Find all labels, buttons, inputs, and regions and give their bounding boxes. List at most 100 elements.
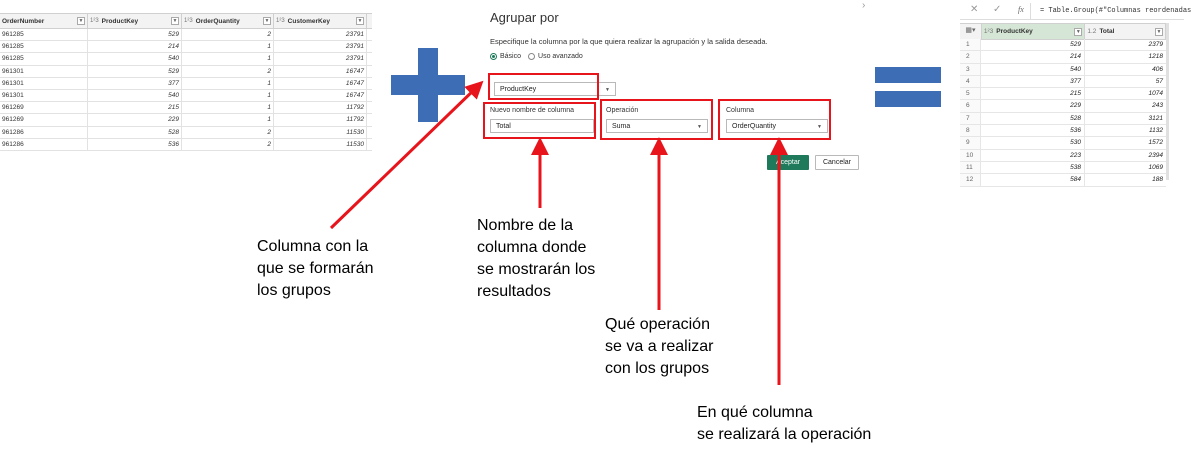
table-cell: 536	[981, 125, 1085, 137]
column-header-customerkey[interactable]: 1²3 CustomerKey ▼	[274, 14, 367, 28]
column-header-label: OrderQuantity	[195, 17, 240, 25]
row-number: 10	[960, 149, 981, 161]
annotation-line: se realizará la operación	[697, 426, 872, 443]
table-cell: 2379	[1148, 41, 1163, 48]
annotation-line: se va a realizar	[605, 338, 714, 355]
annotation-result-name: Nombre de la columna donde se mostrarán …	[477, 215, 595, 303]
table-cell: 188	[1152, 176, 1163, 184]
radio-advanced[interactable]	[528, 53, 536, 60]
row-number: 5	[960, 88, 981, 100]
table-cell: 961286	[0, 126, 88, 138]
row-number: 1	[960, 39, 981, 51]
table-cell: 961301	[0, 89, 88, 102]
row-number: 6	[960, 100, 981, 112]
row-number: 2	[960, 51, 981, 63]
result-panel: ✕ ✓ fx = Table.Group(#"Columnas reordena…	[960, 0, 1191, 187]
table-cell: 529	[88, 65, 182, 77]
number-type-icon: 1²3	[276, 18, 285, 24]
annotation-line: que se formarán	[257, 260, 374, 277]
dialog-description: Especifique la columna por la que quiera…	[490, 37, 768, 46]
filter-dropdown-icon[interactable]: ▼	[77, 17, 85, 25]
filter-dropdown-icon[interactable]: ▼	[356, 17, 364, 25]
filter-dropdown-icon[interactable]: ▼	[171, 17, 179, 25]
cancel-button[interactable]: Cancelar	[815, 155, 859, 170]
table-cell: 529	[88, 29, 182, 41]
annotation-line: con los grupos	[605, 360, 710, 377]
table-cell: 23791	[274, 53, 367, 65]
table-cell: 1	[182, 102, 274, 114]
column-header-ordernumber[interactable]: OrderNumber ▼	[0, 14, 88, 28]
table-cell: 215	[88, 102, 182, 114]
highlight-group-by	[488, 73, 599, 100]
filter-dropdown-icon[interactable]: ▼	[263, 17, 271, 25]
table-cell: 538	[981, 161, 1085, 174]
table-cell: 377	[88, 77, 182, 89]
column-header-productkey[interactable]: 1²3 ProductKey ▼	[88, 14, 182, 28]
column-header-label: Total	[1099, 28, 1115, 35]
table-cell: 1132	[1149, 127, 1163, 135]
column-header-orderquantity[interactable]: 1²3 OrderQuantity ▼	[182, 14, 274, 28]
table-cell: 584	[981, 174, 1085, 186]
table-cell: 528	[88, 126, 182, 138]
row-number: 8	[960, 125, 981, 137]
equals-symbol-top	[875, 67, 941, 83]
table-cell: 1572	[1148, 139, 1163, 147]
chevron-down-icon: ▼	[605, 87, 610, 93]
table-cell: 2	[182, 126, 274, 138]
table-cell: 536	[88, 138, 182, 150]
arrow-to-group-by	[329, 80, 484, 230]
table-cell: 961269	[0, 114, 88, 126]
cancel-x-icon[interactable]: ✕	[970, 4, 979, 15]
column-header-productkey[interactable]: 1²3 ProductKey ▼	[981, 24, 1086, 39]
chevron-down-icon: ▼	[697, 124, 702, 130]
column-header-total[interactable]: 1.2 Total ▼	[1085, 24, 1166, 39]
source-table: OrderNumber ▼ 1²3 ProductKey ▼ 1²3 Order…	[0, 13, 372, 151]
fx-icon[interactable]: fx	[1018, 5, 1024, 14]
table-cell: 1069	[1148, 163, 1163, 171]
table-cell: 1	[182, 114, 274, 126]
column-select[interactable]: OrderQuantity ▼	[726, 119, 828, 133]
annotation-line: se mostrarán los	[477, 261, 596, 278]
annotation-line: Nombre de la	[477, 217, 574, 234]
table-cell: 215	[981, 88, 1085, 100]
annotation-line: En qué columna	[697, 404, 813, 421]
formula-separator	[1030, 3, 1031, 19]
filter-dropdown-icon[interactable]: ▼	[1074, 27, 1083, 36]
equals-symbol-bottom	[875, 91, 941, 107]
group-by-column-select[interactable]: ProductKey ▼	[494, 82, 616, 96]
table-cell: 1074	[1148, 90, 1163, 98]
column-header-label: ProductKey	[101, 17, 139, 25]
table-cell: 214	[88, 41, 182, 53]
table-cell: 961301	[0, 65, 88, 77]
vertical-scrollbar[interactable]	[1166, 23, 1169, 180]
operation-select[interactable]: Suma ▼	[606, 119, 708, 133]
table-cell: 2	[182, 29, 274, 41]
filter-dropdown-icon[interactable]: ▼	[1155, 27, 1163, 36]
table-cell: 1	[182, 41, 274, 53]
new-column-name-input[interactable]: Total	[490, 119, 594, 133]
chevron-right-icon[interactable]: ›	[862, 0, 866, 11]
table-cell: 3121	[1148, 114, 1163, 122]
check-icon[interactable]: ✓	[993, 4, 1002, 15]
table-menu-icon[interactable]: ▦▾	[960, 24, 982, 39]
radio-basic[interactable]	[490, 53, 497, 60]
formula-bar: ✕ ✓ fx = Table.Group(#"Columnas reordena…	[960, 3, 1191, 20]
formula-text[interactable]: = Table.Group(#"Columnas reordenadas	[1040, 7, 1191, 15]
